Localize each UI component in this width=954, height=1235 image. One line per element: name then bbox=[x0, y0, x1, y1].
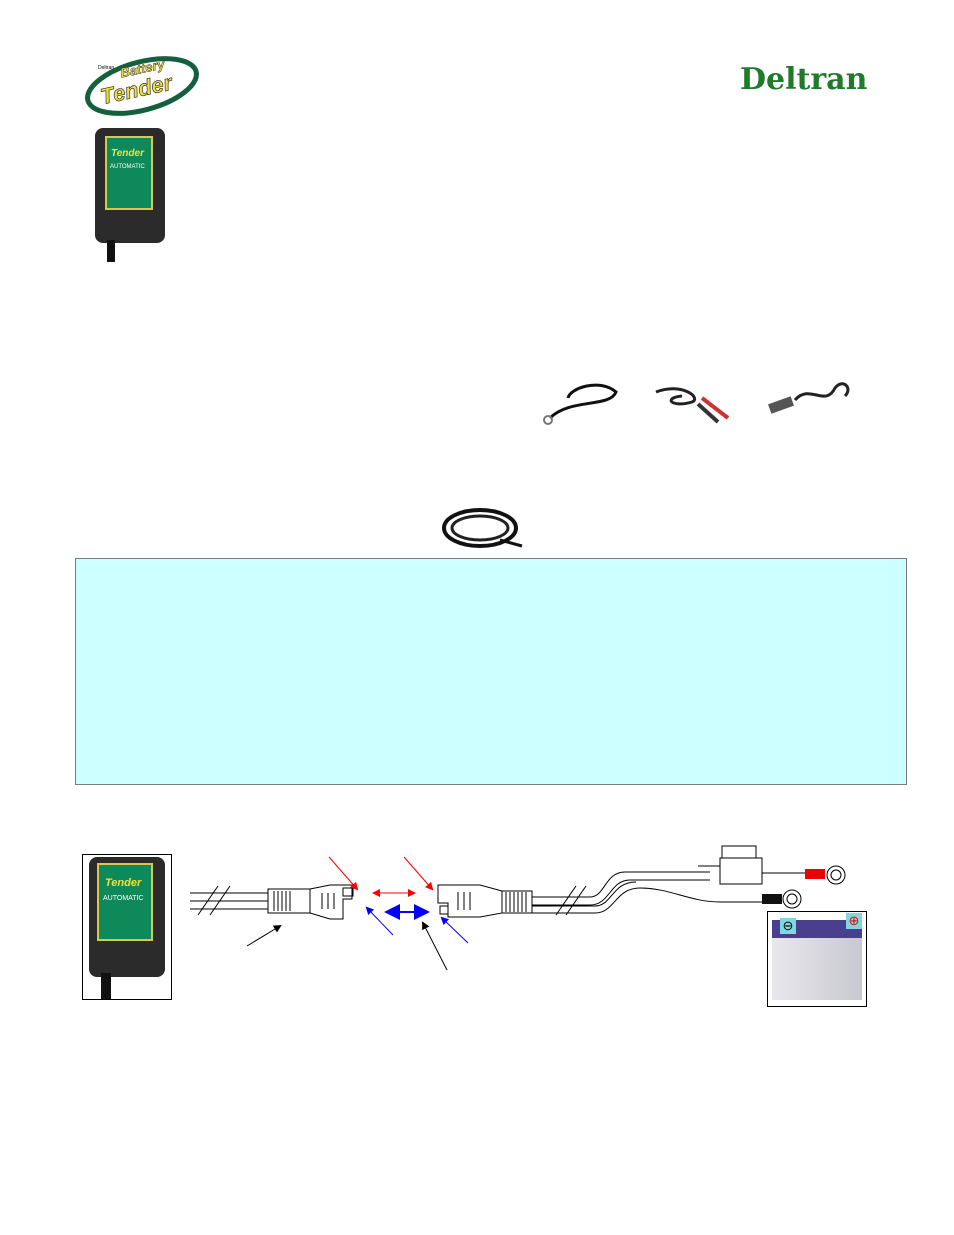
info-box bbox=[75, 558, 907, 785]
charger-image: Tender AUTOMATIC bbox=[93, 128, 169, 263]
extension-cable-image bbox=[442, 508, 523, 548]
charger-diagram-image: Tender AUTOMATIC bbox=[82, 854, 172, 1000]
cigarette-adapter-image bbox=[768, 382, 850, 414]
ring-terminal-harness-image bbox=[543, 383, 618, 425]
deltran-logo: Deltran bbox=[740, 62, 868, 97]
connection-diagram bbox=[190, 845, 846, 971]
negative-terminal-icon: ⊖ bbox=[780, 918, 796, 934]
positive-terminal-icon: ⊕ bbox=[846, 913, 862, 929]
battery-image: ⊖ ⊕ bbox=[767, 911, 867, 1007]
battery-tender-logo: Deltran Battery Tender bbox=[82, 55, 200, 117]
alligator-clip-image bbox=[655, 387, 730, 424]
